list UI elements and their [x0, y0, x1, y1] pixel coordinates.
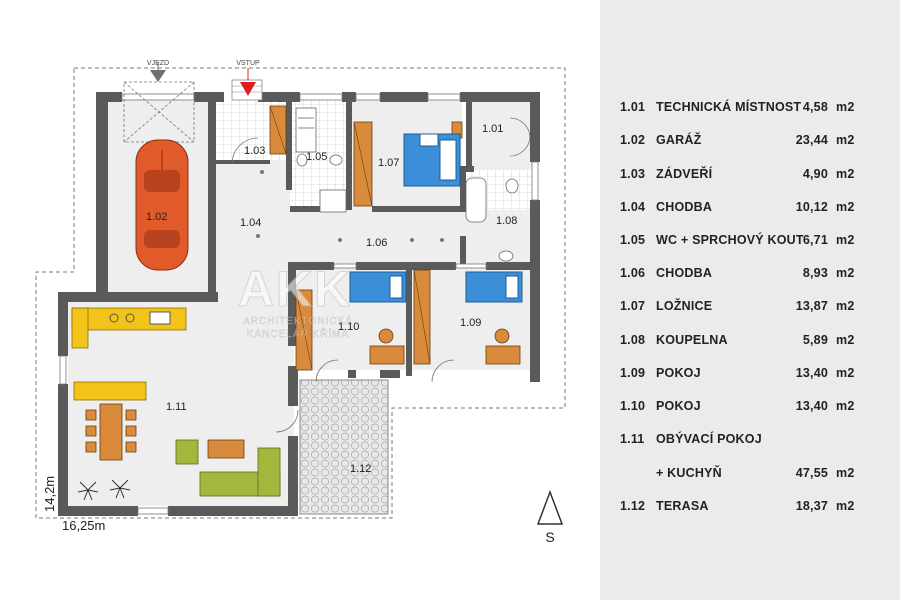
legend-area: 4,58: [802, 100, 828, 114]
driveway-label: VJEZD: [147, 60, 169, 67]
legend-name: GARÁŽ: [656, 133, 702, 147]
svg-text:KANCELÁŘ KŘÍMA: KANCELÁŘ KŘÍMA: [247, 327, 349, 340]
legend-name: TECHNICKÁ MÍSTNOST: [656, 100, 802, 114]
legend-name: CHODBA: [656, 200, 713, 214]
legend-area: 13,40: [795, 399, 828, 413]
legend-unit: m2: [836, 499, 855, 513]
ceiling-lights: [256, 170, 444, 242]
legend-area: 4,90: [802, 167, 828, 181]
plant-icon: [77, 479, 131, 501]
bed-icon: [349, 271, 407, 303]
room-label-1-03: 1.03: [244, 145, 265, 157]
kitchen-counter: [71, 307, 187, 349]
coffee-table: [207, 439, 245, 459]
legend-num: 1.12: [620, 499, 646, 513]
entrance-label: VSTUP: [236, 60, 260, 67]
legend-name: + KUCHYŇ: [656, 466, 722, 480]
windows: [59, 93, 539, 515]
legend-num: 1.03: [620, 167, 646, 181]
svg-text:AKK: AKK: [238, 261, 352, 317]
room-label-1-12: 1.12: [350, 463, 371, 475]
legend-unit: m2: [836, 266, 855, 280]
room-label-1-09: 1.09: [460, 317, 481, 329]
legend-area: 23,44: [795, 133, 828, 147]
legend-area: 6,71: [802, 233, 828, 247]
room-label-1-06: 1.06: [366, 237, 387, 249]
driveway-arrow-icon: [150, 70, 166, 82]
room-label-1-10: 1.10: [338, 321, 359, 333]
bed-icon: [465, 271, 523, 303]
legend-area: 18,37: [795, 499, 828, 513]
site-boundary: [35, 67, 566, 519]
legend-name: KOUPELNA: [656, 333, 728, 347]
room-label-1-02: 1.02: [146, 211, 167, 223]
fixtures: [295, 107, 519, 262]
legend-name: TERASA: [656, 499, 709, 513]
entrance-arrow-icon: [240, 82, 256, 96]
legend-area: 8,93: [802, 266, 828, 280]
compass-icon: [536, 489, 564, 525]
walls: [58, 92, 540, 516]
legend-num: 1.06: [620, 266, 646, 280]
room-label-1-05: 1.05: [306, 151, 327, 163]
room-label-1-11: 1.11: [166, 401, 187, 413]
legend-name: LOŽNICE: [656, 299, 713, 313]
legend-name: WC + SPRCHOVÝ KOUT: [656, 233, 804, 247]
room-label-1-04: 1.04: [240, 217, 261, 229]
legend-area: 47,55: [795, 466, 828, 480]
height-dimension: 14,2m: [42, 476, 57, 512]
sofa-icon: [175, 439, 281, 497]
legend-num: 1.08: [620, 333, 646, 347]
room-label-1-01: 1.01: [482, 123, 503, 135]
room-label-1-08: 1.08: [496, 215, 517, 227]
legend-name: OBÝVACÍ POKOJ: [656, 432, 762, 446]
legend-num: 1.07: [620, 299, 646, 313]
room-label-1-07: 1.07: [378, 157, 399, 169]
legend-unit: m2: [836, 399, 855, 413]
legend-unit: m2: [836, 299, 855, 313]
legend-num: 1.10: [620, 399, 646, 413]
legend-name: CHODBA: [656, 266, 713, 280]
legend-area: 5,89: [802, 333, 828, 347]
legend-unit: m2: [836, 167, 855, 181]
legend-num: 1.05: [620, 233, 646, 247]
legend-num: 1.11: [620, 432, 645, 446]
legend-num: 1.02: [620, 133, 646, 147]
compass-letter: S: [545, 529, 554, 545]
legend-area: 13,40: [795, 366, 828, 380]
legend-num: 1.04: [620, 200, 646, 214]
legend-name: POKOJ: [656, 399, 701, 413]
legend-unit: m2: [836, 100, 855, 114]
legend-unit: m2: [836, 466, 855, 480]
watermark: AKK ARCHITEKTONICKÁ KANCELÁŘ KŘÍMA: [237, 261, 353, 341]
legend-num: 1.09: [620, 366, 646, 380]
legend-area: 13,87: [795, 299, 828, 313]
legend-name: ZÁDVEŘÍ: [656, 167, 713, 181]
legend-area: 10,12: [795, 200, 828, 214]
legend-unit: m2: [836, 133, 855, 147]
bed-icon: [403, 133, 461, 187]
legend-unit: m2: [836, 333, 855, 347]
doors: [231, 117, 531, 433]
floor-plan: AKK ARCHITEKTONICKÁ KANCELÁŘ KŘÍMA VJEZD…: [35, 60, 566, 545]
legend-unit: m2: [836, 200, 855, 214]
svg-text:ARCHITEKTONICKÁ: ARCHITEKTONICKÁ: [243, 314, 353, 327]
width-dimension: 16,25m: [62, 518, 105, 533]
legend-name: POKOJ: [656, 366, 701, 380]
legend-unit: m2: [836, 233, 855, 247]
dining-table: [73, 381, 147, 461]
car-icon: [135, 139, 189, 271]
legend-unit: m2: [836, 366, 855, 380]
legend-num: 1.01: [620, 100, 646, 114]
desk-icon: [369, 328, 521, 365]
